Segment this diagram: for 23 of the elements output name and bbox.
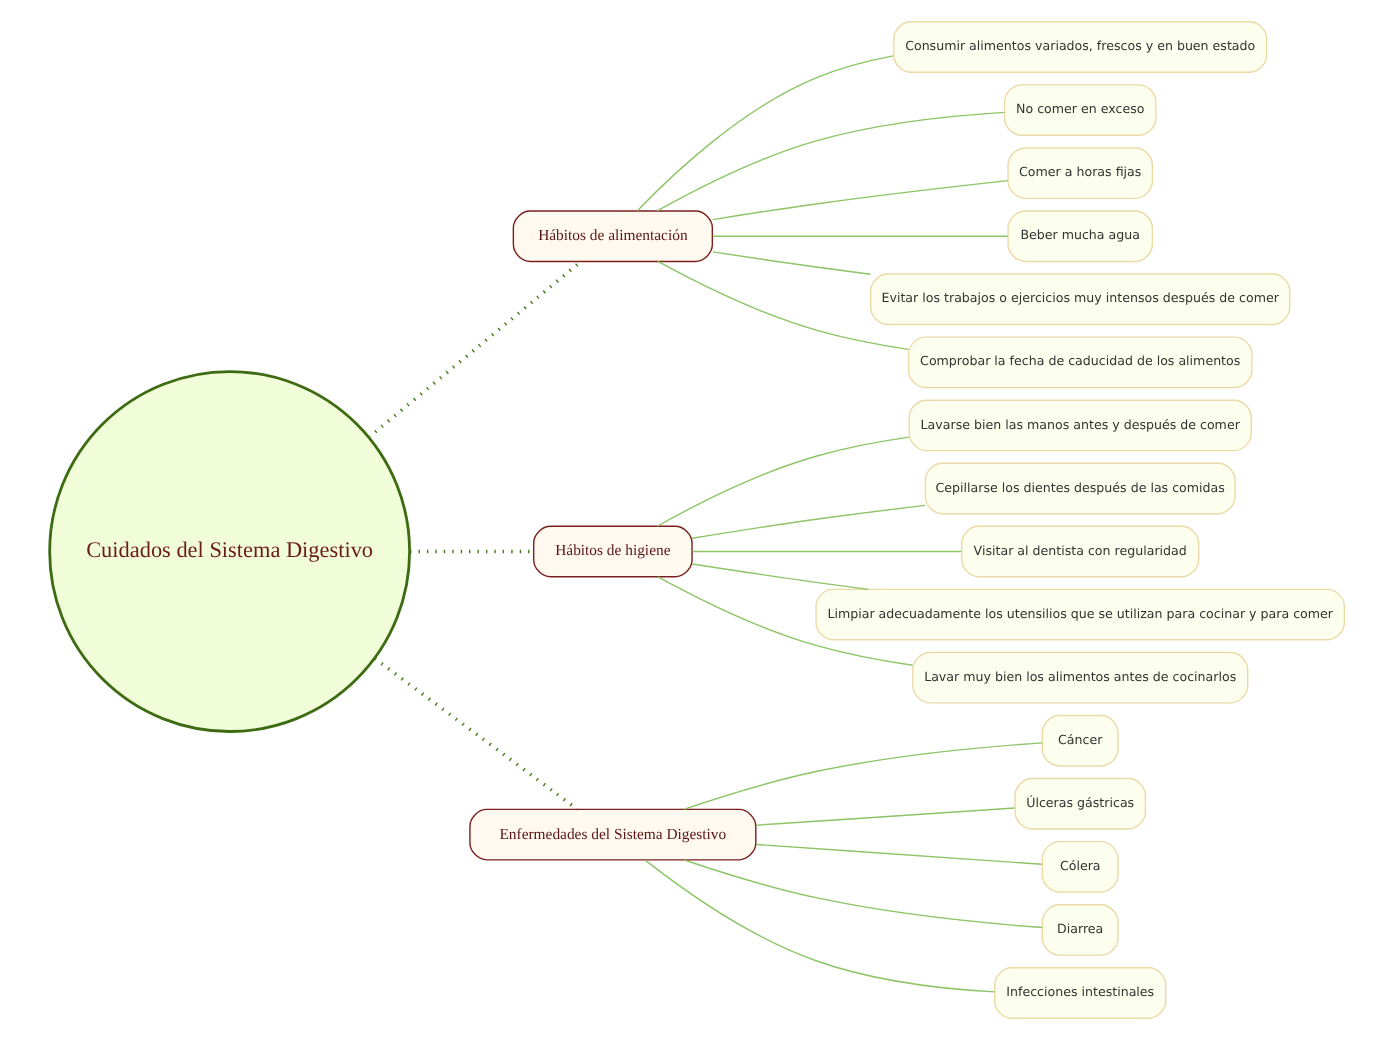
connector — [754, 807, 1015, 826]
connector — [754, 843, 1042, 865]
connector — [656, 260, 909, 351]
node-box: Enfermedades del Sistema Digestivo — [468, 808, 756, 861]
connector — [643, 859, 995, 993]
connector — [682, 742, 1043, 811]
connector — [372, 657, 578, 811]
connector — [635, 55, 893, 212]
connector — [711, 235, 1008, 237]
connector — [656, 576, 913, 666]
node-box: Hábitos de alimentación — [511, 210, 713, 263]
connector — [655, 436, 909, 527]
connector — [682, 859, 1043, 929]
connector — [690, 550, 962, 553]
node-box: Hábitos de higiene — [531, 525, 692, 578]
node-circle: Cuidados del Sistema Digestivo — [47, 370, 410, 733]
connector — [366, 260, 582, 439]
connector — [711, 251, 871, 275]
connector — [690, 563, 868, 591]
connector — [710, 179, 1008, 221]
connector — [409, 549, 533, 554]
connector — [655, 111, 1005, 212]
connector — [690, 504, 925, 539]
